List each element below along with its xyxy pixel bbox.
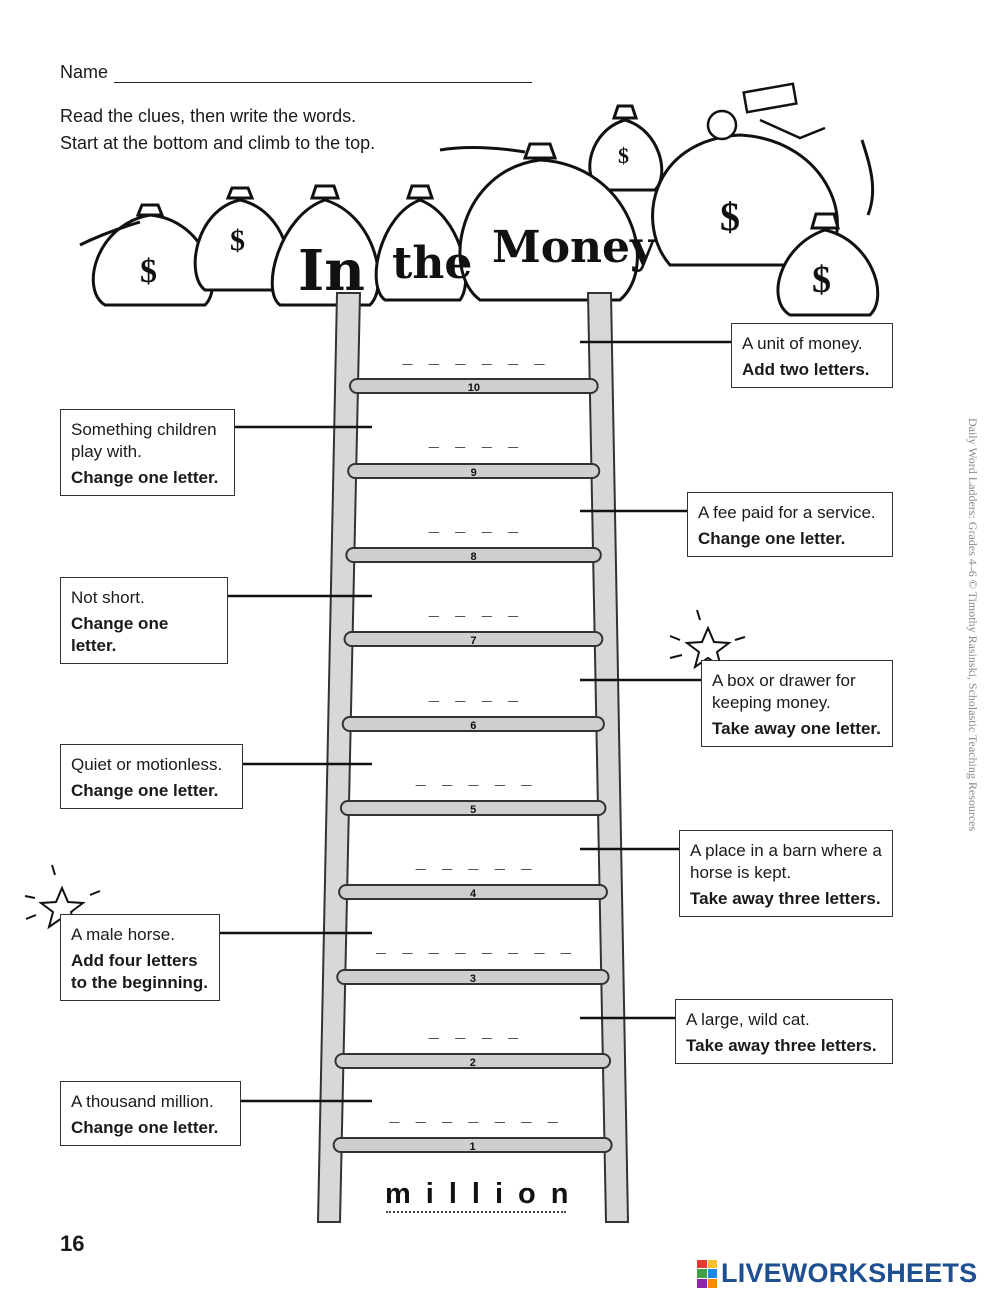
clue-box-10: A unit of money. Add two letters. xyxy=(731,323,893,388)
title-word-the: the xyxy=(392,238,472,289)
ladder-rung xyxy=(345,547,602,563)
answer-blanks-8[interactable]: _ _ _ _ xyxy=(428,518,522,537)
instruction-2: Start at the bottom and climb to the top… xyxy=(60,133,376,153)
copyright-credit: Daily Word Ladders: Grades 4–6 © Timothy… xyxy=(966,418,980,832)
rung-number: 7 xyxy=(470,635,476,647)
ladder-right-rail xyxy=(586,292,630,1223)
rung-number: 1 xyxy=(470,1141,476,1153)
ladder-rung xyxy=(334,1053,612,1069)
answer-blanks-2[interactable]: _ _ _ _ xyxy=(428,1024,522,1043)
rung-number: 10 xyxy=(468,382,480,394)
rung-number: 4 xyxy=(470,888,477,900)
logo-tile xyxy=(697,1278,707,1288)
ladder-rung xyxy=(336,969,610,985)
answer-blanks-6[interactable]: _ _ _ _ xyxy=(428,687,522,706)
dollar-sign-icon: $ xyxy=(230,224,245,257)
page-number: 16 xyxy=(60,1231,85,1256)
start-word: million xyxy=(385,1178,584,1210)
liveworksheets-brand: LIVEWORKSHEETS xyxy=(697,1258,977,1289)
clue-action: Take away three letters. xyxy=(686,1036,877,1055)
liveworksheets-logo-icon xyxy=(697,1259,717,1288)
clue-box-4: A place in a barn where a horse is kept.… xyxy=(679,830,893,917)
ladder-rungs: 10 9 8 7 6 5 4 3 2 1 xyxy=(332,378,613,1153)
instruction-1: Read the clues, then write the words. xyxy=(60,106,357,126)
rung-number: 3 xyxy=(470,973,476,985)
logo-tile xyxy=(707,1259,717,1269)
clue-text: A fee paid for a service. xyxy=(698,503,876,522)
answer-blanks-1[interactable]: _ _ _ _ _ _ _ xyxy=(389,1108,561,1127)
dollar-sign-icon: $ xyxy=(618,143,629,168)
star-icon xyxy=(669,609,746,670)
answer-blanks-4[interactable]: _ _ _ _ _ xyxy=(415,855,535,874)
ladder-rung xyxy=(347,463,601,479)
clue-text: A place in a barn where a horse is kept. xyxy=(690,841,882,882)
money-bags-illustration xyxy=(79,104,880,317)
rung-number: 9 xyxy=(471,467,477,479)
dollar-sign-icon: $ xyxy=(812,259,831,301)
clue-box-9: Something children play with. Change one… xyxy=(60,409,235,496)
rung-number: 5 xyxy=(470,804,476,816)
clue-text: A unit of money. xyxy=(742,334,863,353)
logo-tile xyxy=(707,1278,717,1288)
clue-text: Not short. xyxy=(71,588,145,607)
clue-box-1: A thousand million. Change one letter. xyxy=(60,1081,241,1146)
clue-action: Change one letter. xyxy=(698,529,846,548)
clue-connectors xyxy=(220,340,731,1103)
clue-action: Change one letter. xyxy=(71,614,169,655)
logo-tile xyxy=(707,1269,717,1278)
clue-text: A large, wild cat. xyxy=(686,1010,810,1029)
brand-name: LIVEWORKSHEETS xyxy=(721,1258,978,1288)
ladder-rung xyxy=(341,716,605,732)
answer-blanks-3[interactable]: _ _ _ _ _ _ _ _ xyxy=(375,939,575,958)
logo-tile xyxy=(697,1259,707,1269)
ladder-rung xyxy=(343,631,604,647)
answer-blanks-9[interactable]: _ _ _ _ xyxy=(428,433,522,452)
worksheet-title: In the Money xyxy=(298,222,657,304)
clue-action: Change one letter. xyxy=(71,781,219,800)
rung-number: 8 xyxy=(471,551,477,563)
ladder-rung xyxy=(339,800,607,816)
dollar-signs: $ $ $ $ $ xyxy=(140,143,831,301)
ladder-rung xyxy=(332,1137,613,1153)
dollar-sign-icon: $ xyxy=(140,253,157,290)
cartoon-figure-icon xyxy=(706,82,826,141)
name-label: Name xyxy=(60,62,109,82)
rung-number: 6 xyxy=(470,720,476,732)
clue-action: Add four letters to the beginning. xyxy=(71,951,208,992)
clue-box-7: Not short. Change one letter. xyxy=(60,577,228,664)
clue-text: A male horse. xyxy=(71,925,175,944)
name-field[interactable] xyxy=(114,65,533,83)
clue-box-2: A large, wild cat. Take away three lette… xyxy=(675,999,893,1064)
clue-action: Take away three letters. xyxy=(690,889,881,908)
clue-action: Change one letter. xyxy=(71,1118,219,1137)
clue-action: Take away one letter. xyxy=(712,719,881,738)
name-row: Name xyxy=(60,62,533,83)
ladder-left-rail xyxy=(316,292,362,1223)
answer-blanks-10[interactable]: _ _ _ _ _ _ xyxy=(402,350,548,369)
logo-tile xyxy=(697,1269,707,1278)
clue-text: A box or drawer for keeping money. xyxy=(712,671,856,712)
ladder xyxy=(316,292,630,1223)
clue-box-6: A box or drawer for keeping money. Take … xyxy=(701,660,893,747)
ladder-rung xyxy=(338,884,608,900)
clue-text: Something children play with. xyxy=(71,420,217,461)
answer-blanks-5[interactable]: _ _ _ _ _ xyxy=(415,771,535,790)
answer-blanks-7[interactable]: _ _ _ _ xyxy=(428,602,522,621)
title-word-money: Money xyxy=(492,222,657,273)
dollar-sign-icon: $ xyxy=(720,194,740,239)
clue-box-8: A fee paid for a service. Change one let… xyxy=(687,492,893,557)
clue-action: Change one letter. xyxy=(71,468,219,487)
start-word-underline xyxy=(386,1211,566,1213)
clue-action: Add two letters. xyxy=(742,360,870,379)
clue-text: A thousand million. xyxy=(71,1092,214,1111)
clue-box-3: A male horse. Add four letters to the be… xyxy=(60,914,220,1001)
ladder-rung xyxy=(348,378,599,394)
rung-number: 2 xyxy=(470,1057,476,1069)
clue-box-5: Quiet or motionless. Change one letter. xyxy=(60,744,243,809)
clue-text: Quiet or motionless. xyxy=(71,755,223,774)
